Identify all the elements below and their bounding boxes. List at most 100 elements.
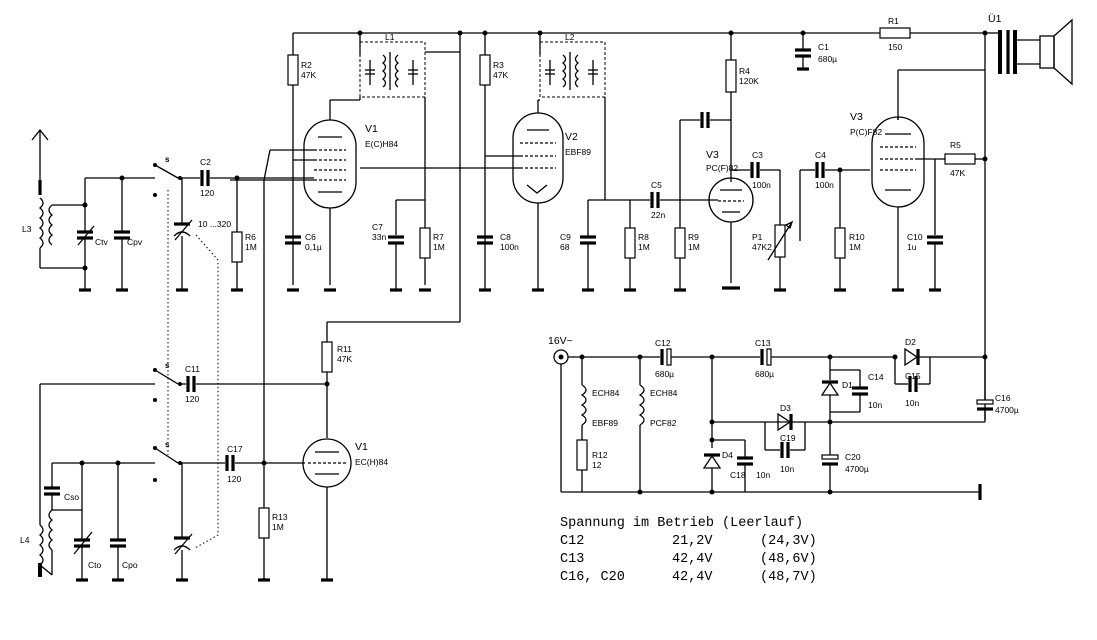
c10-value: 1u	[907, 242, 917, 252]
cpo-capacitor: Cpo	[110, 460, 138, 582]
var-cap-bottom	[173, 463, 193, 582]
v3-pent-name: V3	[850, 111, 863, 123]
p1-value: 47K2	[752, 242, 772, 252]
c12-capacitor: C12 680µ	[655, 338, 760, 379]
table-row-part: C13	[560, 552, 584, 567]
v1-top-name: V1	[365, 123, 378, 135]
v1-bottom-type: EC(H)84	[355, 457, 388, 467]
l4-coil: L4 Cso	[20, 462, 155, 577]
c2-label: C2	[200, 157, 211, 167]
c19-capacitor: C19 10n	[764, 422, 806, 474]
v1-bottom-name: V1	[355, 441, 368, 453]
supply-label: 16V~	[548, 335, 573, 347]
c16-capacitor: C16 4700µ	[709, 357, 1019, 425]
r6-value: 1M	[245, 242, 257, 252]
l1-if-transformer: L1	[359, 32, 460, 285]
p1-potentiometer: P1 47K2	[752, 170, 801, 292]
r9-resistor: R9 1M	[674, 227, 700, 292]
r6-label: R6	[245, 232, 256, 242]
c18-capacitor: C18 10n	[712, 439, 770, 492]
c7-capacitor: C7 33n	[372, 199, 425, 292]
c11-capacitor: C11 120	[185, 364, 327, 404]
switch-bottom: s	[153, 440, 225, 482]
table-row-part: C12	[560, 534, 584, 549]
d2-label: D2	[905, 337, 916, 347]
r5-value: 47K	[950, 168, 965, 178]
var-cap-label: 10 ...320	[198, 219, 231, 229]
cpv-capacitor: Cpv	[85, 175, 155, 292]
supply-terminal: 16V~	[548, 335, 982, 500]
c1-label: C1	[818, 42, 829, 52]
c20-value: 4700µ	[845, 464, 869, 474]
c18-value: 10n	[756, 470, 770, 480]
c11-label: C11	[185, 364, 200, 374]
c15-label: C15	[905, 371, 921, 381]
table-row-idle: (48,6V)	[760, 552, 817, 567]
c17-capacitor: C17 120	[225, 444, 305, 484]
c8-value: 100n	[500, 242, 519, 252]
r3-label: R3	[493, 60, 504, 70]
c10-label: C10	[907, 232, 923, 242]
c13-capacitor: C13 680µ	[755, 338, 895, 379]
ctv-trimmer: Ctv	[77, 178, 109, 292]
c6-label: C6	[305, 232, 316, 242]
c4-label: C4	[815, 150, 826, 160]
r7-label: R7	[433, 232, 444, 242]
r2-resistor: R2 47K	[287, 33, 316, 285]
heater-right-2: PCF82	[650, 418, 677, 428]
r13-label: R13	[272, 512, 288, 522]
r8-value: 1M	[638, 242, 650, 252]
c3-capacitor: C3 100n	[731, 150, 781, 225]
r2-label: R2	[301, 60, 312, 70]
r12-label: R12	[592, 450, 608, 460]
r8-resistor: R8 1M	[624, 200, 650, 292]
v1-triode-tube: V1 EC(H)84	[302, 438, 388, 582]
bplus-rail	[293, 30, 988, 36]
r10-label: R10	[849, 232, 865, 242]
r1-resistor: R1 150	[879, 16, 911, 52]
cpo-label: Cpo	[122, 560, 138, 570]
v3-triode-type: PC(F)82	[706, 163, 738, 173]
d2-diode: D2	[892, 337, 988, 367]
table-row-run: 42,4V	[672, 570, 713, 585]
heater-right-1: ECH84	[650, 388, 678, 398]
r4-label: R4	[739, 66, 750, 76]
c5-capacitor: C5 22n	[630, 180, 700, 220]
gang-link	[194, 234, 219, 549]
antenna-icon	[31, 128, 49, 195]
c8-capacitor: C8 100n	[477, 232, 544, 292]
c20-capacitor: C20 4700µ	[821, 422, 869, 495]
table-row-part: C16, C20	[560, 570, 625, 585]
c9-value: 68	[560, 242, 570, 252]
c1-capacitor: C1 680µ	[795, 33, 837, 71]
d1-label: D1	[842, 380, 853, 390]
heater-left-1: ECH84	[592, 388, 620, 398]
l3-coil: L3	[22, 197, 85, 269]
r4-value: 120K	[739, 76, 759, 86]
c13-value: 680µ	[755, 369, 774, 379]
var-cap-top: 10 ...320	[173, 178, 231, 292]
r7-value: 1M	[433, 242, 445, 252]
table-row-idle: (48,7V)	[760, 570, 817, 585]
c9-label: C9	[560, 232, 571, 242]
c21-capacitor	[679, 112, 731, 228]
v3-triode-name: V3	[706, 149, 719, 161]
c4-value: 100n	[815, 180, 834, 190]
r9-value: 1M	[688, 242, 700, 252]
c15-value: 10n	[905, 398, 919, 408]
c12-label: C12	[655, 338, 671, 348]
c2-capacitor: C2 120	[200, 157, 314, 198]
v1-top-type: E(C)H84	[365, 139, 398, 149]
table-row-run: 21,2V	[672, 534, 713, 549]
c14-label: C14	[868, 372, 884, 382]
r12-value: 12	[592, 460, 602, 470]
r5-label: R5	[950, 140, 961, 150]
c1-value: 680µ	[818, 54, 837, 64]
r10-value: 1M	[849, 242, 861, 252]
heater-left-2: EBF89	[592, 418, 618, 428]
switch-mid: s	[153, 361, 186, 402]
v1-grid-link-2	[263, 149, 271, 181]
table-title: Spannung im Betrieb (Leerlauf)	[560, 516, 803, 531]
r9-label: R9	[688, 232, 699, 242]
c13-label: C13	[755, 338, 771, 348]
